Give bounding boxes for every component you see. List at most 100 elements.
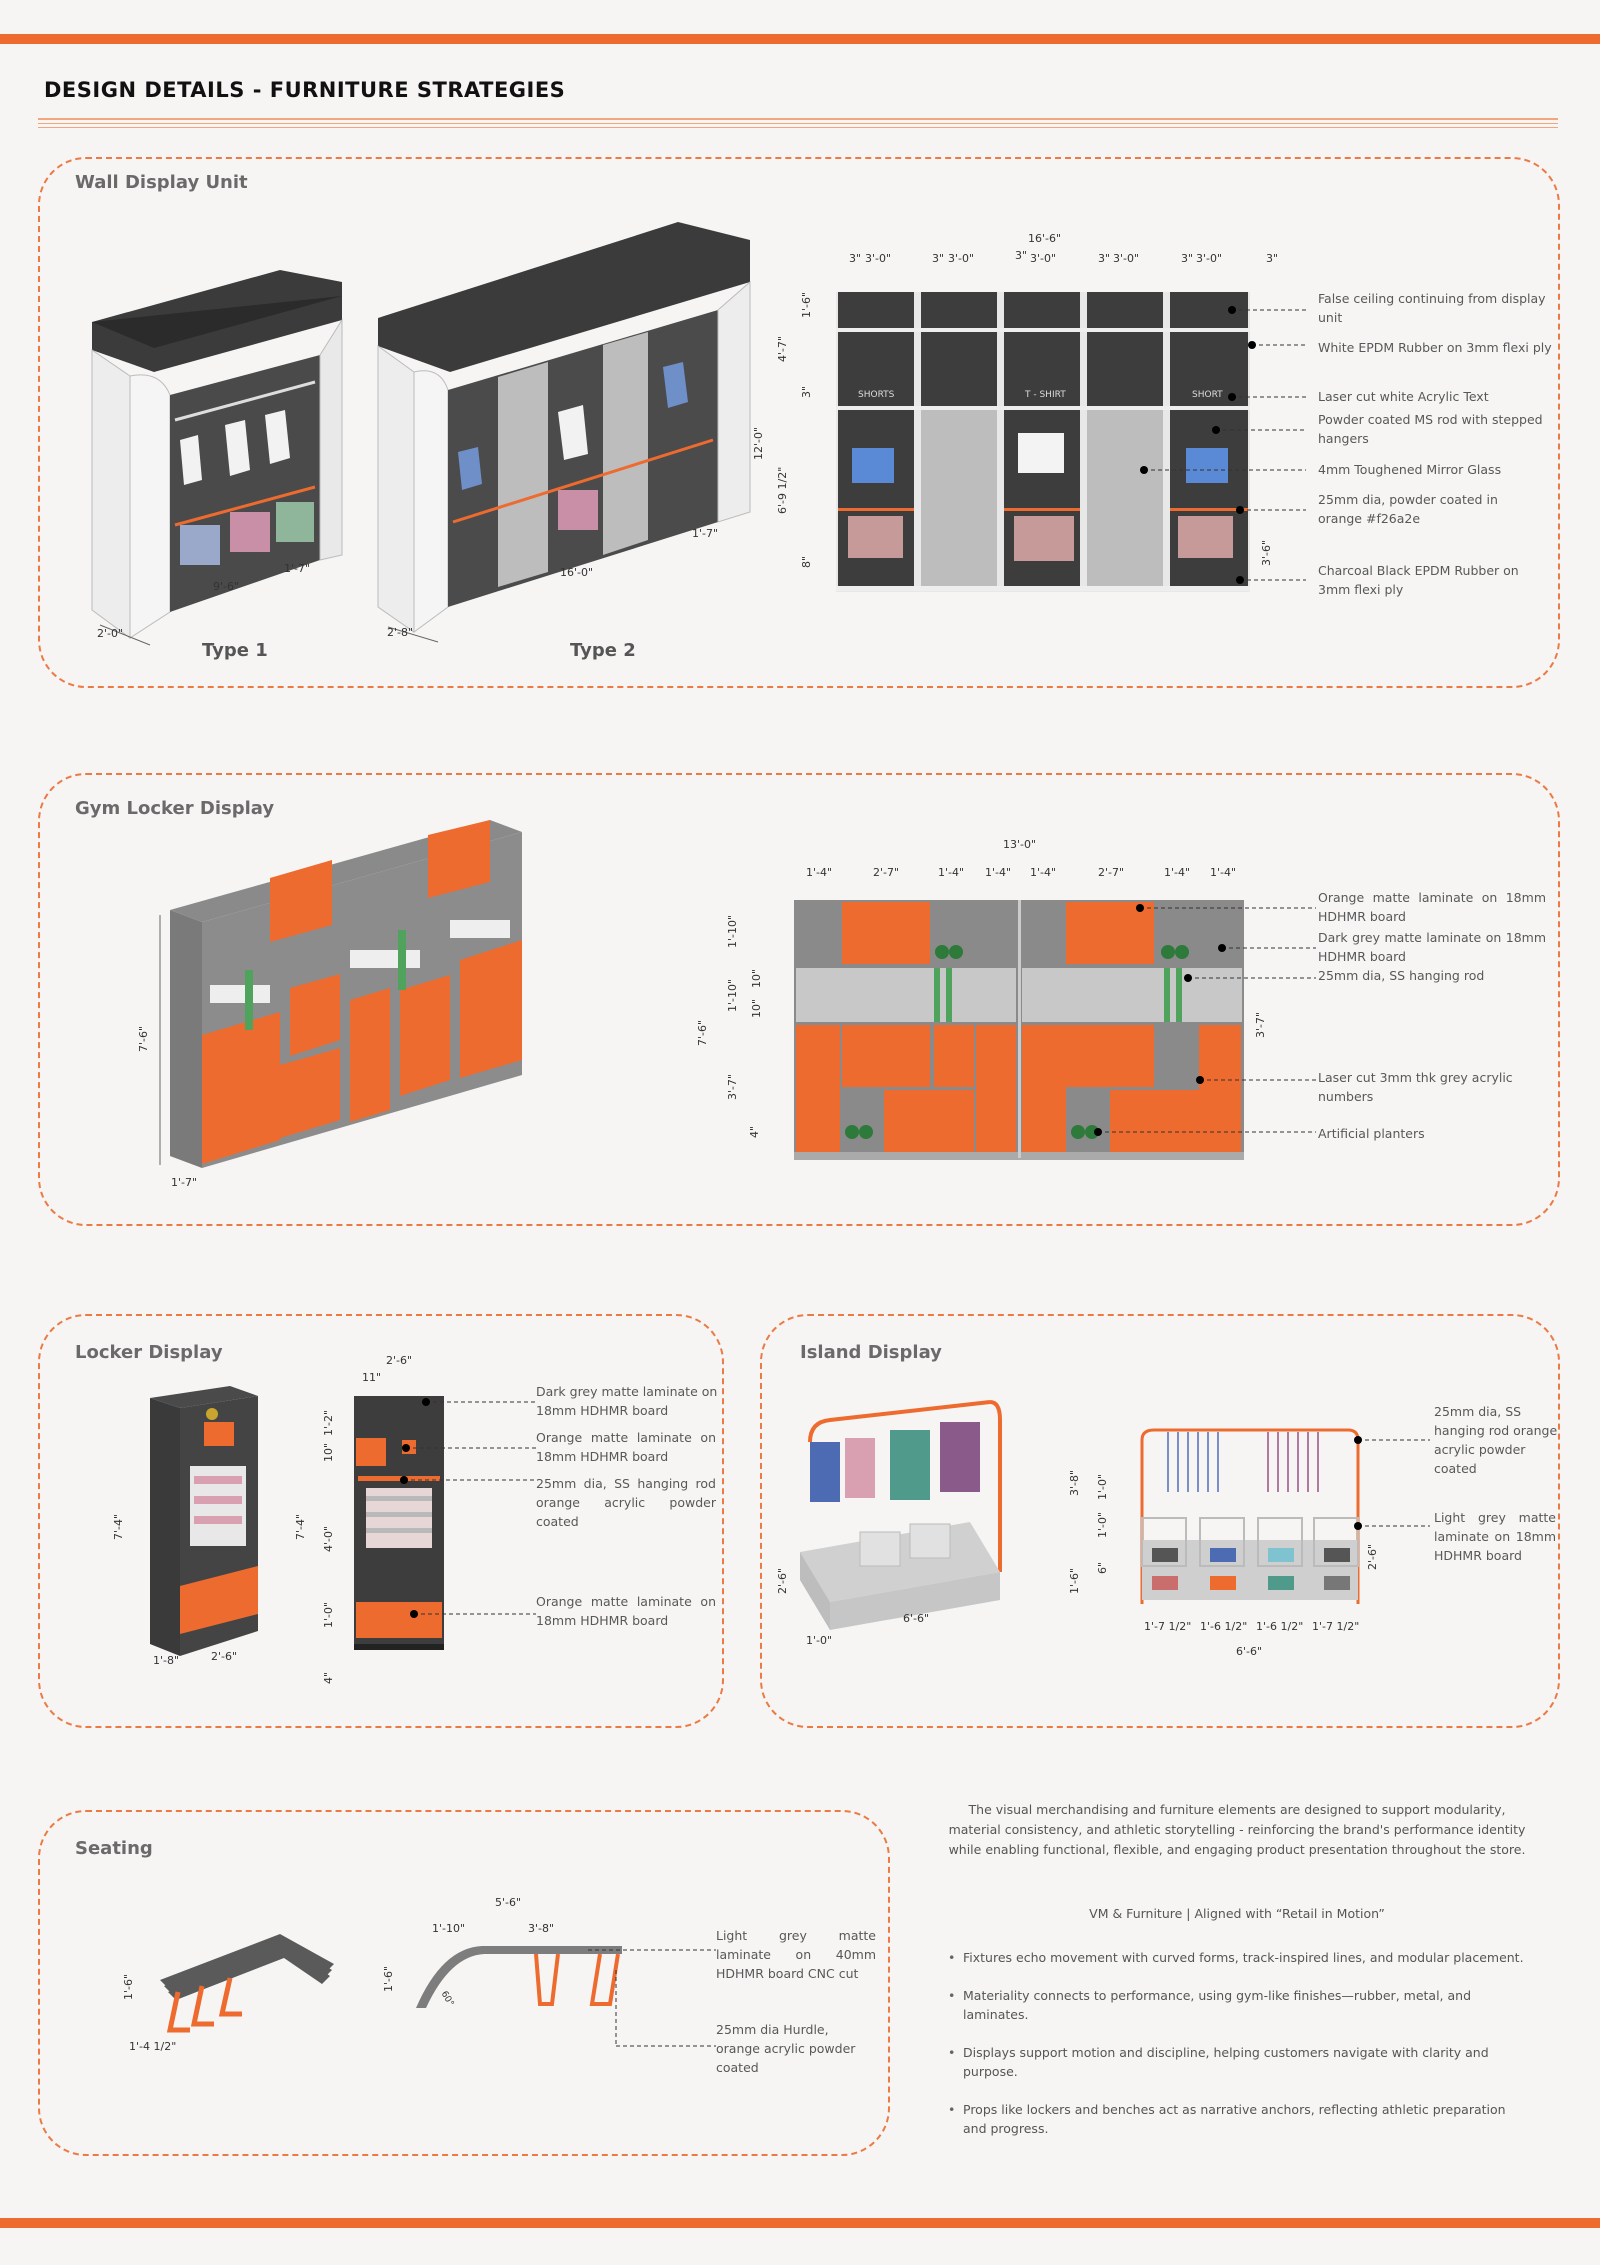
- wall-type1-caption: Type 1: [202, 640, 268, 661]
- wall-lbl-shorts2: SHORT: [1192, 390, 1223, 400]
- locker-iso-drawing: [150, 1386, 258, 1656]
- wall-vdim-6-9: 6'-9 1/2": [776, 466, 789, 514]
- title-rule-2: [38, 123, 1558, 124]
- seating-title: Seating: [75, 1838, 153, 1859]
- island-iso-depth: 1'-0": [806, 1634, 833, 1647]
- locker-vdim-5: 4": [322, 1671, 335, 1684]
- seating-note-1: Light grey matte laminate on 40mm HDHMR …: [716, 1928, 876, 1981]
- seating-iso-depth: 1'-4 1/2": [129, 2040, 177, 2053]
- locker-elevation: [354, 1396, 444, 1650]
- seating-iso-drawing: [160, 1934, 334, 2033]
- wall-bay-dim-5: 3'-0": [1196, 252, 1223, 265]
- gym-note-5: Artificial planters: [1318, 1126, 1425, 1141]
- island-iso-height: 2'-6": [776, 1567, 789, 1594]
- gym-note-1: Orange matte laminate on 18mm HDHMR boar…: [1318, 890, 1546, 924]
- gym-col-1: 1'-4": [806, 866, 833, 879]
- wall-display-section: [38, 157, 1560, 688]
- wall-note-4: Powder coated MS rod with stepped hanger…: [1318, 412, 1543, 446]
- seating-elev-height: 1'-6": [382, 1965, 395, 1992]
- island-note-1: 25mm dia, SS hanging rod orange acrylic …: [1434, 1404, 1558, 1476]
- gym-vdim-total: 7'-6": [696, 1019, 709, 1046]
- island-display-section: [760, 1314, 1560, 1728]
- gym-col-2: 2'-7": [873, 866, 900, 879]
- seating-note-2: 25mm dia Hurdle, orange acrylic powder c…: [716, 2022, 856, 2075]
- locker-note-1: Dark grey matte laminate on 18mm HDHMR b…: [536, 1384, 718, 1418]
- title-rule: [38, 118, 1558, 120]
- island-vdim-4: 6": [1096, 1561, 1109, 1574]
- wall-t1-width: 9'-6": [213, 580, 240, 593]
- locker-iso-depth: 1'-8": [153, 1654, 180, 1667]
- summary-tagline: VM & Furniture | Aligned with “Retail in…: [1089, 1906, 1385, 1921]
- seating-overall-dim: 5'-6": [495, 1896, 522, 1909]
- locker-vdim-3: 4'-0": [322, 1525, 335, 1552]
- wall-t2-depth: 2'-8": [387, 626, 414, 639]
- gym-vdim-1: 1'-10": [726, 914, 739, 948]
- wall-type2-caption: Type 2: [570, 640, 636, 661]
- summary-intro: The visual merchandising and furniture e…: [948, 1802, 1526, 1857]
- wall-vdim-3: 3": [800, 385, 813, 398]
- island-iso-width: 6'-6": [903, 1612, 930, 1625]
- wall-bay-dim-3: 3'-0": [1030, 252, 1057, 265]
- bottom-accent-bar: [0, 2218, 1600, 2228]
- island-overall-dim: 6'-6": [1236, 1645, 1263, 1658]
- island-col-1: 1'-7 1/2": [1144, 1620, 1192, 1633]
- locker-note-4: Orange matte laminate on 18mm HDHMR boar…: [536, 1594, 716, 1628]
- island-vdim-2: 1'-0": [1096, 1473, 1109, 1500]
- island-vdim-1: 3'-8": [1068, 1469, 1081, 1496]
- wall-gap-dim-3: 3": [1015, 249, 1028, 262]
- gym-note-4: Laser cut 3mm thk grey acrylic numbers: [1318, 1070, 1513, 1104]
- locker-iso-width: 2'-6": [211, 1650, 238, 1663]
- wall-gap-dim-2: 3": [932, 252, 945, 265]
- wall-bay-dim-2: 3'-0": [948, 252, 975, 265]
- gym-overall-dim: 13'-0": [1003, 838, 1037, 851]
- wall-vdim-8: 8": [800, 555, 813, 568]
- wall-type1-drawing: [91, 270, 343, 646]
- island-elevation: [1140, 1428, 1360, 1604]
- summary-bullet: Fixtures echo movement with curved forms…: [945, 1948, 1530, 1967]
- locker-display-section: [38, 1314, 724, 1728]
- island-col-2: 1'-6 1/2": [1200, 1620, 1248, 1633]
- locker-vdim-total: 7'-4": [294, 1513, 307, 1540]
- island-note-2: Light grey matte laminate on 18mm HDHMR …: [1434, 1510, 1556, 1563]
- wall-note-2: White EPDM Rubber on 3mm flexi ply: [1318, 340, 1552, 355]
- summary-bullet: Props like lockers and benches act as na…: [945, 2100, 1530, 2138]
- wall-note-3: Laser cut white Acrylic Text: [1318, 389, 1489, 404]
- wall-gap-dim-6: 3": [1266, 252, 1279, 265]
- seating-left-dim: 1'-10": [432, 1922, 466, 1935]
- gym-vdim-3: 10": [750, 968, 763, 988]
- gym-iso-depth: 1'-7": [171, 1176, 198, 1189]
- wall-display-title: Wall Display Unit: [75, 172, 248, 193]
- wall-leader-lines: [1140, 306, 1306, 584]
- page-title: DESIGN DETAILS - FURNITURE STRATEGIES: [44, 78, 566, 102]
- gym-note-2: Dark grey matte laminate on 18mm HDHMR b…: [1318, 930, 1546, 964]
- gym-locker-title: Gym Locker Display: [75, 798, 275, 819]
- title-rule-3: [38, 127, 1558, 128]
- wall-note-5: 4mm Toughened Mirror Glass: [1318, 462, 1502, 477]
- wall-elevation-drawing: [836, 292, 1250, 592]
- gym-locker-section: [38, 773, 1560, 1226]
- island-display-title: Island Display: [800, 1342, 942, 1363]
- wall-bay-dim-1: 3'-0": [865, 252, 892, 265]
- top-accent-bar: [0, 34, 1600, 44]
- locker-vdim-2: 10": [322, 1442, 335, 1462]
- gym-col-7: 1'-4": [1164, 866, 1191, 879]
- gym-leader-lines: [1094, 904, 1316, 1136]
- gym-col-4: 1'-4": [985, 866, 1012, 879]
- wall-note-1: False ceiling continuing from display un…: [1318, 291, 1546, 325]
- gym-iso-height: 7'-6": [137, 1025, 150, 1052]
- gym-vdim-2: 1'-10": [726, 978, 739, 1012]
- seating-section: [38, 1810, 890, 2156]
- island-vdim-right: 2'-6": [1366, 1543, 1379, 1570]
- wall-bay-dim-4: 3'-0": [1113, 252, 1140, 265]
- locker-top-width: 2'-6": [386, 1354, 413, 1367]
- wall-type2-drawing: [377, 222, 751, 643]
- seating-iso-height: 1'-6": [122, 1973, 135, 2000]
- wall-t1-depth: 2'-0": [97, 627, 124, 640]
- island-iso-drawing: [800, 1400, 1002, 1630]
- seating-right-dim: 3'-8": [528, 1922, 555, 1935]
- gym-col-3: 1'-4": [938, 866, 965, 879]
- locker-vdim-1: 1'-2": [322, 1409, 335, 1436]
- gym-vdim-4: 10": [750, 998, 763, 1018]
- wall-overall-dim: 16'-6": [1028, 232, 1062, 245]
- seating-elevation: [416, 1946, 622, 2008]
